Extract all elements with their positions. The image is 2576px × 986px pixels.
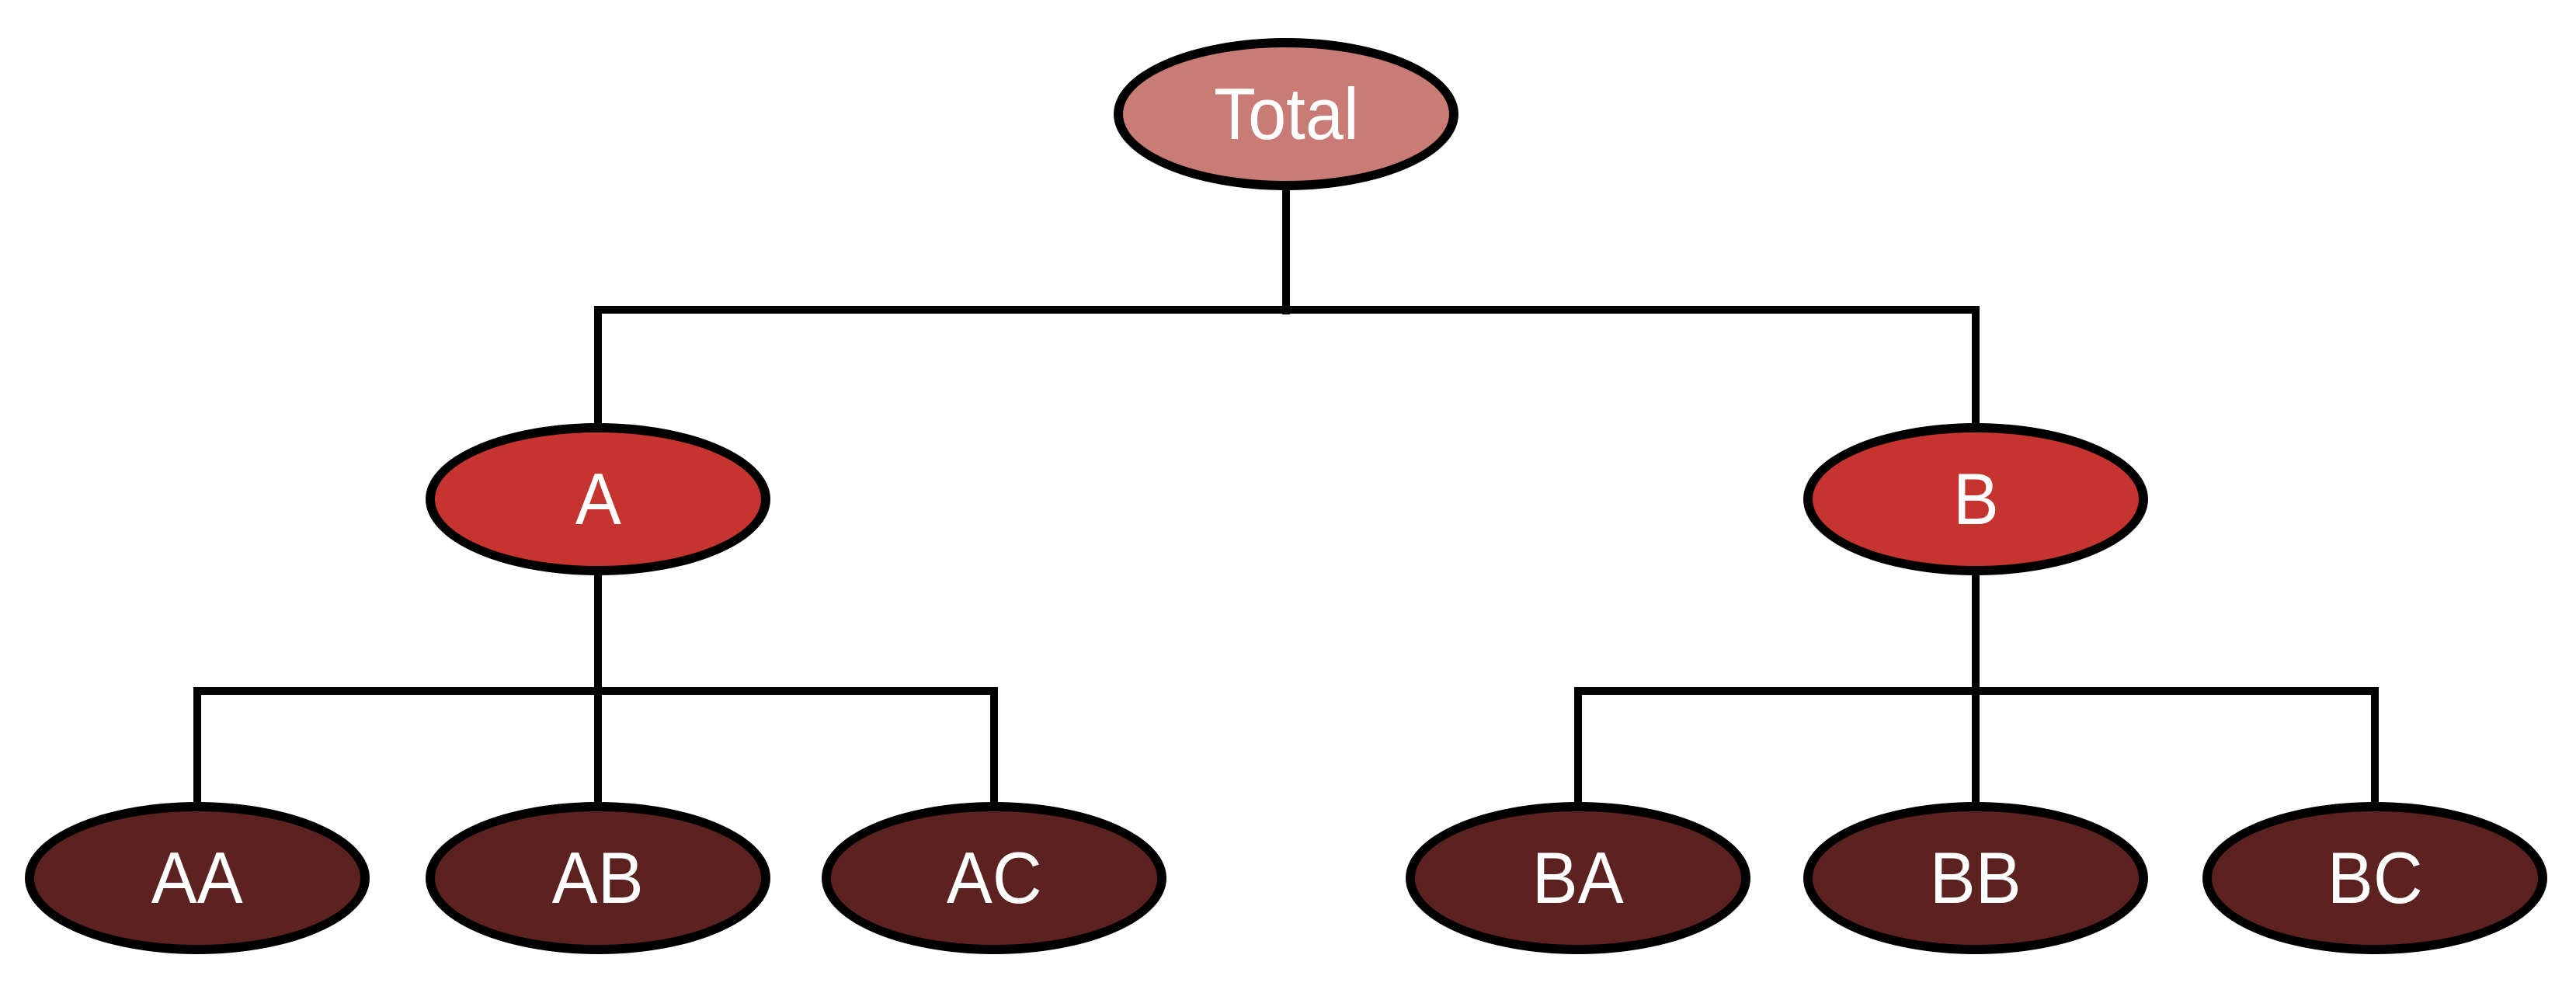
connector-bb-drop [1972, 687, 1980, 807]
node-total-label: Total [1213, 73, 1359, 154]
node-bb-label: BB [1930, 837, 2022, 918]
node-b-label: B [1952, 458, 1999, 540]
connector-level1-bar [594, 306, 1980, 314]
node-ba: BA [1406, 802, 1750, 954]
connector-bc-drop [2371, 687, 2379, 807]
node-total: Total [1114, 38, 1458, 190]
node-ab: AB [426, 802, 770, 954]
node-b: B [1803, 423, 2148, 575]
node-bc-label: BC [2327, 837, 2423, 918]
node-ac: AC [822, 802, 1166, 954]
connector-b-drop [1972, 306, 1980, 432]
connector-a-drop [594, 306, 602, 432]
node-aa-label: AA [151, 837, 243, 918]
node-bc: BC [2202, 802, 2547, 954]
node-aa: AA [25, 802, 370, 954]
node-a: A [426, 423, 770, 575]
connector-total-stem [1282, 186, 1290, 314]
connector-a-stem [594, 571, 602, 695]
node-ac-label: AC [946, 837, 1042, 918]
connector-ac-drop [990, 687, 998, 807]
connector-ba-drop [1574, 687, 1582, 807]
connector-ab-drop [594, 687, 602, 807]
node-ab-label: AB [552, 837, 644, 918]
node-a-label: A [575, 458, 621, 540]
connector-aa-drop [193, 687, 201, 807]
node-ba-label: BA [1532, 837, 1624, 918]
node-bb: BB [1803, 802, 2148, 954]
connector-b-stem [1972, 571, 1980, 695]
